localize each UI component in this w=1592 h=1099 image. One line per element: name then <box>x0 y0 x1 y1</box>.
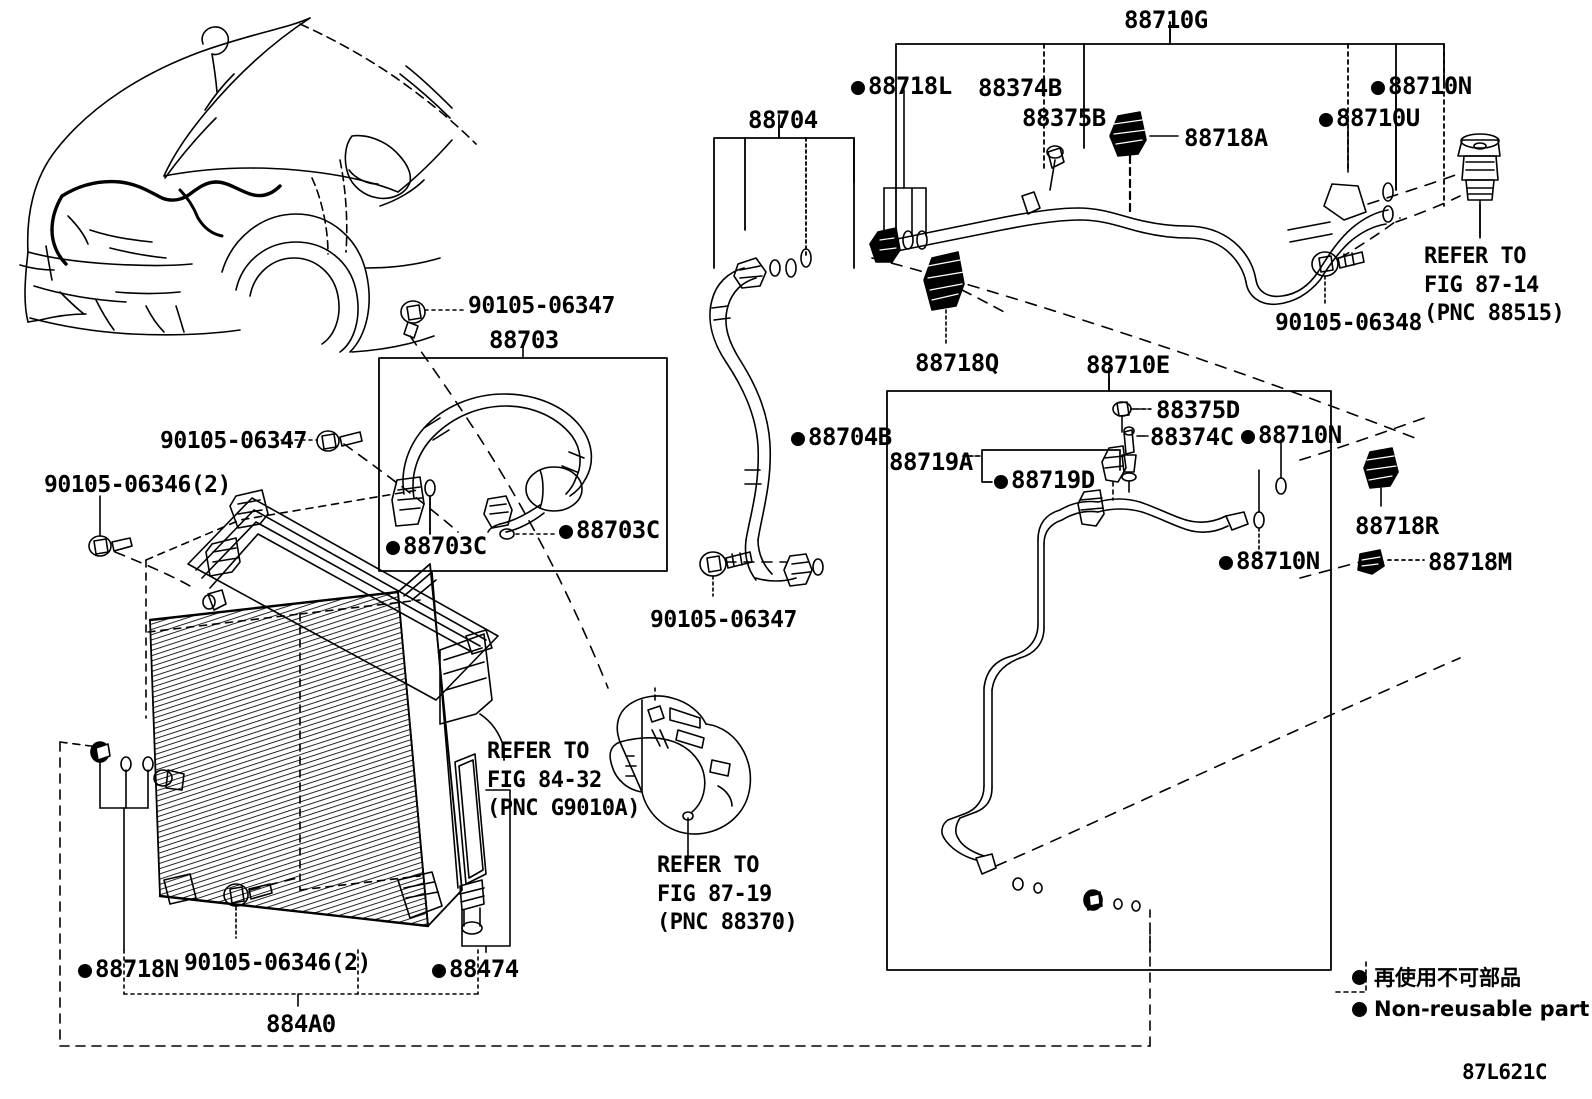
label-88718A: 88718A <box>1184 124 1268 152</box>
label-90105-06347-top: 90105-06347 <box>468 293 615 319</box>
condenser-assembly <box>59 489 1151 1047</box>
label-88474: 88474 <box>432 955 519 983</box>
part-88710G-pipe <box>869 21 1501 441</box>
non-reusable-dot <box>1219 556 1233 570</box>
vehicle-illustration <box>19 17 477 353</box>
non-reusable-dot <box>432 964 446 978</box>
label-88704: 88704 <box>748 106 818 134</box>
label-90105-06347-left: 90105-06347 <box>160 428 307 454</box>
non-reusable-dot <box>1352 1001 1367 1017</box>
label-88375B: 88375B <box>1022 104 1106 132</box>
label-88718Q: 88718Q <box>915 349 999 377</box>
label-88719D: 88719D <box>994 466 1095 494</box>
non-reusable-dot <box>1352 969 1367 985</box>
leader-lines <box>88 29 1481 993</box>
non-reusable-dot <box>1241 430 1255 444</box>
legend-text-japanese: 再使用不可部品 <box>1374 966 1521 990</box>
label-90105-06346-bottom: 90105-06346(2) <box>184 950 371 976</box>
label-refer-fig-87-19: REFER TO FIG 87-19 (PNC 88370) <box>657 853 798 936</box>
label-refer-fig-87-14: REFER TO FIG 87-14 (PNC 88515) <box>1424 244 1565 327</box>
non-reusable-dot <box>386 541 400 555</box>
figure-code: 87L621C <box>1462 1060 1548 1084</box>
label-88718M: 88718M <box>1428 548 1512 576</box>
label-88703C-right: 88703C <box>559 516 660 544</box>
label-88718R: 88718R <box>1355 512 1439 540</box>
label-88718L: 88718L <box>851 72 952 100</box>
non-reusable-dot <box>851 81 865 95</box>
label-90105-06347-mid: 90105-06347 <box>650 607 797 633</box>
non-reusable-dot <box>559 525 573 539</box>
label-88710G: 88710G <box>1124 6 1208 34</box>
label-88710N-top: 88710N <box>1371 72 1472 100</box>
label-88375D: 88375D <box>1156 396 1240 424</box>
legend: 再使用不可部品 Non-reusable part <box>1352 962 1589 1021</box>
label-88703C-left: 88703C <box>386 532 487 560</box>
label-88719A: 88719A <box>889 448 973 476</box>
part-panel-88710E <box>886 367 1461 971</box>
label-88374C: 88374C <box>1150 423 1234 451</box>
non-reusable-dot <box>1319 113 1333 127</box>
label-88374B: 88374B <box>978 74 1062 102</box>
compressor-assembly <box>609 687 752 853</box>
non-reusable-dot <box>791 432 805 446</box>
part-88704-hose <box>709 114 855 587</box>
legend-row-english: Non-reusable part <box>1352 997 1589 1021</box>
label-88718N: 88718N <box>78 955 179 983</box>
label-90105-06346-left: 90105-06346(2) <box>44 472 231 498</box>
label-88710N-right-1: 88710N <box>1241 421 1342 449</box>
legend-row-japanese: 再使用不可部品 <box>1352 962 1589 992</box>
non-reusable-dot <box>78 964 92 978</box>
non-reusable-dot <box>994 475 1008 489</box>
label-refer-fig-84-32: REFER TO FIG 84-32 (PNC G9010A) <box>487 739 640 822</box>
label-88710U: 88710U <box>1319 104 1420 132</box>
label-884A0: 884A0 <box>266 1010 336 1038</box>
label-88710E: 88710E <box>1086 351 1170 379</box>
label-88704B: 88704B <box>791 423 892 451</box>
legend-text-english: Non-reusable part <box>1374 997 1590 1021</box>
label-88710N-right-2: 88710N <box>1219 547 1320 575</box>
non-reusable-dot <box>1371 81 1385 95</box>
label-90105-06348: 90105-06348 <box>1275 310 1422 336</box>
label-88703: 88703 <box>489 326 559 354</box>
